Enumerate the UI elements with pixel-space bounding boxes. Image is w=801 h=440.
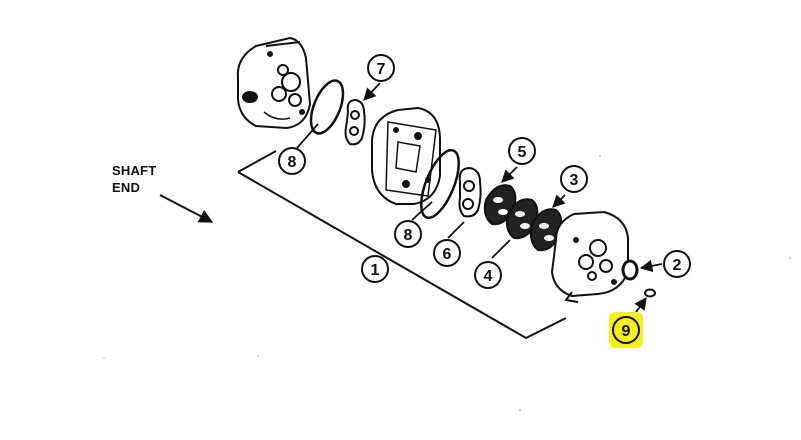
seal-plate-top [344,98,366,146]
o-ring-middle [420,148,460,220]
callout-9-highlighted: 9 [609,312,643,348]
callout-8-top: 8 [278,147,306,175]
gasket-3 [529,208,563,252]
callout-7: 7 [367,54,395,82]
center-gear-housing [371,106,441,205]
svg-text:7: 7 [377,61,386,78]
svg-text:6: 6 [443,246,452,263]
o-ring-top [309,79,345,135]
svg-text:8: 8 [404,227,413,244]
svg-text:1: 1 [371,262,380,279]
svg-text:9: 9 [622,323,631,340]
svg-text:2: 2 [673,257,682,274]
callout-2: 2 [663,250,691,278]
svg-text:3: 3 [570,172,579,189]
seal-plate-middle [458,166,482,218]
callout-8-middle: 8 [394,220,422,248]
callout-1: 1 [361,255,389,283]
callout-3: 3 [560,165,588,193]
callout-5: 5 [508,137,536,165]
assembly-bracket [237,150,567,340]
callout-6: 6 [433,239,461,267]
scan-specks [103,155,791,411]
front-housing-part [550,210,629,303]
svg-text:4: 4 [484,268,493,285]
svg-text:5: 5 [518,144,527,161]
shaft-seal-part [621,259,639,281]
shaft-end-label: SHAFT END [112,162,156,196]
svg-text:8: 8 [288,154,297,171]
shaft-end-label-line1: SHAFT [112,163,157,178]
rear-housing-part [236,36,312,130]
shaft-direction-arrow [159,194,214,223]
shaft-end-label-line2: END [112,180,141,195]
callout-4: 4 [474,261,502,289]
washer-9-part [644,288,656,298]
gasket-4 [505,198,539,240]
